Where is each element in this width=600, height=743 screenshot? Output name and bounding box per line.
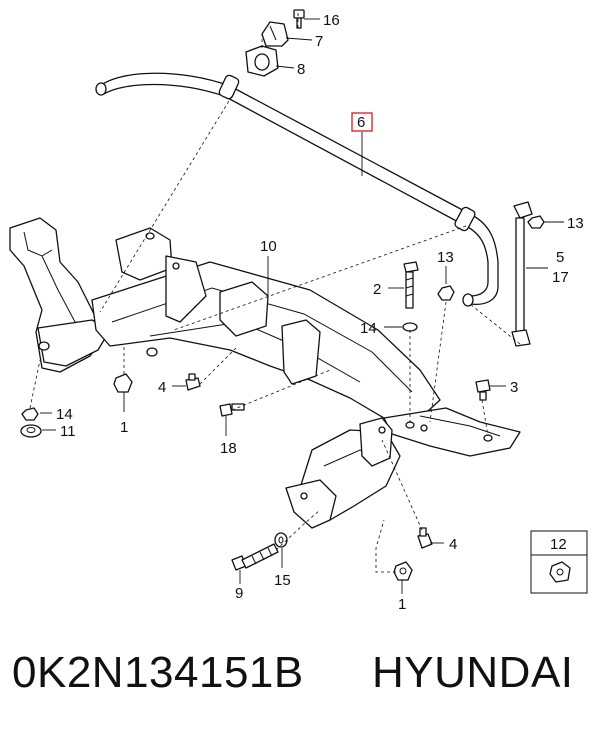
- callout-2: 2: [373, 281, 381, 298]
- callout-15: 15: [274, 572, 291, 589]
- callout-8: 8: [297, 61, 305, 78]
- callout-16: 16: [323, 12, 340, 29]
- part-number: 0K2N134151B: [12, 648, 304, 697]
- crossmember: [9, 217, 521, 529]
- bushing-bracket: [261, 21, 289, 47]
- highlight-box-part-6: [351, 112, 373, 132]
- nut-1-left: [113, 373, 133, 393]
- callout-3: 3: [510, 379, 518, 396]
- bolt-4-right: [417, 527, 433, 549]
- callout-1-right: 1: [398, 596, 406, 613]
- callout-7: 7: [315, 33, 323, 50]
- bolt-3: [475, 379, 491, 401]
- stabilizer-link: [511, 201, 533, 347]
- washer-11: [20, 424, 42, 438]
- callout-12: 12: [550, 536, 567, 553]
- footer-caption: 0K2N134151B HYUNDAI: [0, 648, 600, 728]
- washer-14-right: [402, 322, 418, 332]
- bolt-18: [219, 403, 245, 417]
- bolt-2: [403, 261, 419, 309]
- callout-14-left: 14: [56, 406, 73, 423]
- legend-box-12: [530, 530, 588, 594]
- callout-5: 5: [556, 249, 564, 266]
- callout-4-left: 4: [158, 379, 166, 396]
- nut-14-left: [21, 407, 39, 421]
- callout-14-right: 14: [360, 320, 377, 337]
- assembly-lines: [29, 10, 521, 573]
- callout-9: 9: [235, 585, 243, 602]
- stabilizer-bushing: [245, 45, 279, 77]
- nut-13: [437, 285, 455, 301]
- callout-1-left: 1: [120, 419, 128, 436]
- callout-13-upper: 13: [567, 215, 584, 232]
- bolt-4-left: [185, 373, 201, 391]
- callout-11: 11: [60, 423, 76, 440]
- callout-17: 17: [552, 269, 569, 286]
- exploded-parts-diagram: .part { fill: #fff; stroke: #111; stroke…: [9, 9, 588, 613]
- leader-lines: [40, 18, 564, 594]
- callout-10: 10: [260, 238, 277, 255]
- callout-13-lower: 13: [437, 249, 454, 266]
- stabilizer-bar: [95, 72, 499, 307]
- bolt-9: [231, 543, 279, 571]
- bracket-bolt: [293, 9, 305, 29]
- nut-1-right: [393, 561, 413, 581]
- callout-labels: 16 7 8 6 13 5 17 10 13 2 14 3 4 14 11 1 …: [56, 12, 584, 613]
- brand-name: HYUNDAI: [372, 648, 574, 697]
- callout-4-right: 4: [449, 536, 457, 553]
- callout-6: 6: [357, 114, 365, 131]
- callout-18: 18: [220, 440, 237, 457]
- link-nut-upper: [527, 215, 545, 229]
